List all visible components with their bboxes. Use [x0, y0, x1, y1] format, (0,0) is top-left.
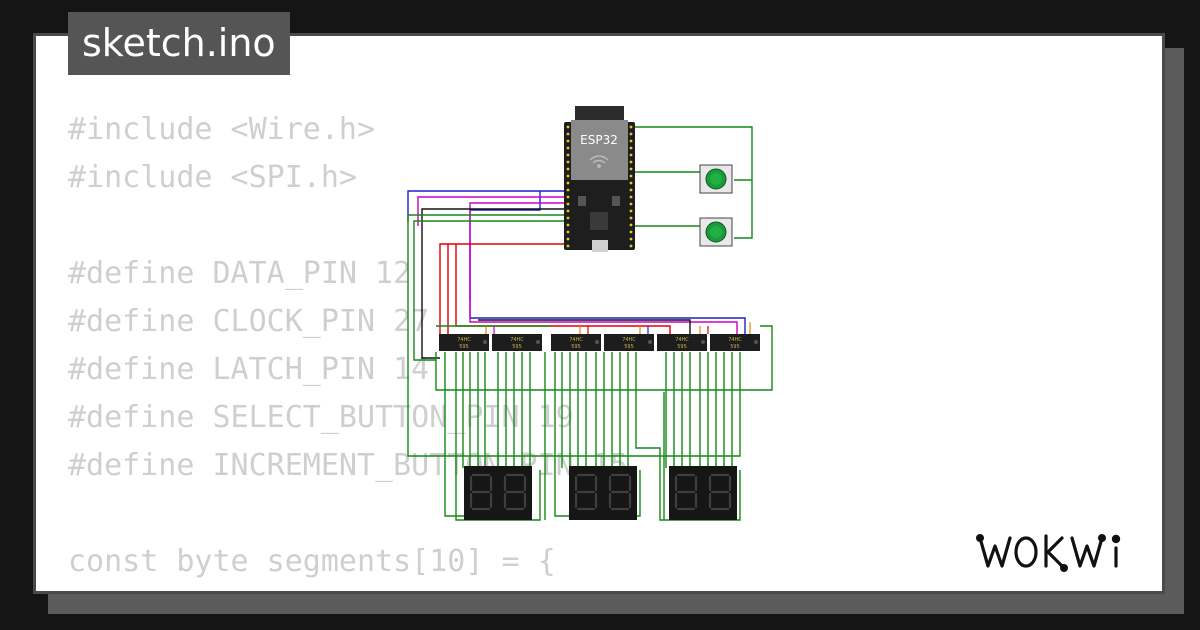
wokwi-logo	[976, 533, 1121, 572]
shift-register-label: 595	[730, 344, 740, 350]
shift-register-label: 74HC	[457, 337, 471, 343]
seven-segment-displays[interactable]	[464, 466, 737, 520]
shift-register-label: 595	[624, 344, 634, 350]
wires	[407, 126, 773, 521]
shift-register[interactable]: 74HC 595	[492, 334, 542, 351]
shift-register-label: 74HC	[728, 337, 742, 343]
seven-segment-display	[703, 466, 737, 520]
esp32-pin-headers	[566, 125, 633, 248]
seven-segment-display	[603, 466, 637, 520]
shift-register-label: 595	[677, 344, 687, 350]
wifi-icon	[589, 155, 609, 168]
seven-segment-display	[498, 466, 532, 520]
code-line: #include <Wire.h>	[68, 112, 376, 147]
shift-register[interactable]: 74HC 595	[551, 334, 601, 351]
code-line: const byte segments[10] = {	[68, 544, 556, 579]
shift-register-label: 595	[459, 344, 469, 350]
shift-register[interactable]: 74HC 595	[710, 334, 760, 351]
shift-register[interactable]: 74HC 595	[604, 334, 654, 351]
code-line: #define LATCH_PIN 14	[68, 352, 430, 387]
code-line: #define DATA_PIN 12	[68, 256, 412, 291]
code-line: #define SELECT_BUTTON_PIN 19	[68, 400, 574, 435]
shift-register[interactable]: 74HC 595	[657, 334, 707, 351]
esp32-board[interactable]: ESP32	[564, 106, 635, 252]
increment-button[interactable]	[699, 217, 733, 247]
code-line: #include <SPI.h>	[68, 160, 357, 195]
shift-register-label: 595	[571, 344, 581, 350]
seven-segment-display	[464, 466, 498, 520]
shift-register-label: 595	[512, 344, 522, 350]
seven-segment-display	[669, 466, 703, 520]
filename-tab[interactable]: sketch.ino	[68, 12, 290, 75]
code-line: #define CLOCK_PIN 27	[68, 304, 430, 339]
seven-segment-display	[569, 466, 603, 520]
code-preview: #include <Wire.h> #include <SPI.h> #defi…	[68, 106, 628, 591]
shift-register-label: 74HC	[622, 337, 636, 343]
shift-register-label: 74HC	[675, 337, 689, 343]
shift-register[interactable]: 74HC 595	[439, 334, 489, 351]
mcu-label: ESP32	[580, 133, 618, 147]
shift-register-label: 74HC	[510, 337, 524, 343]
shift-register-label: 74HC	[569, 337, 583, 343]
select-button[interactable]	[699, 164, 733, 194]
